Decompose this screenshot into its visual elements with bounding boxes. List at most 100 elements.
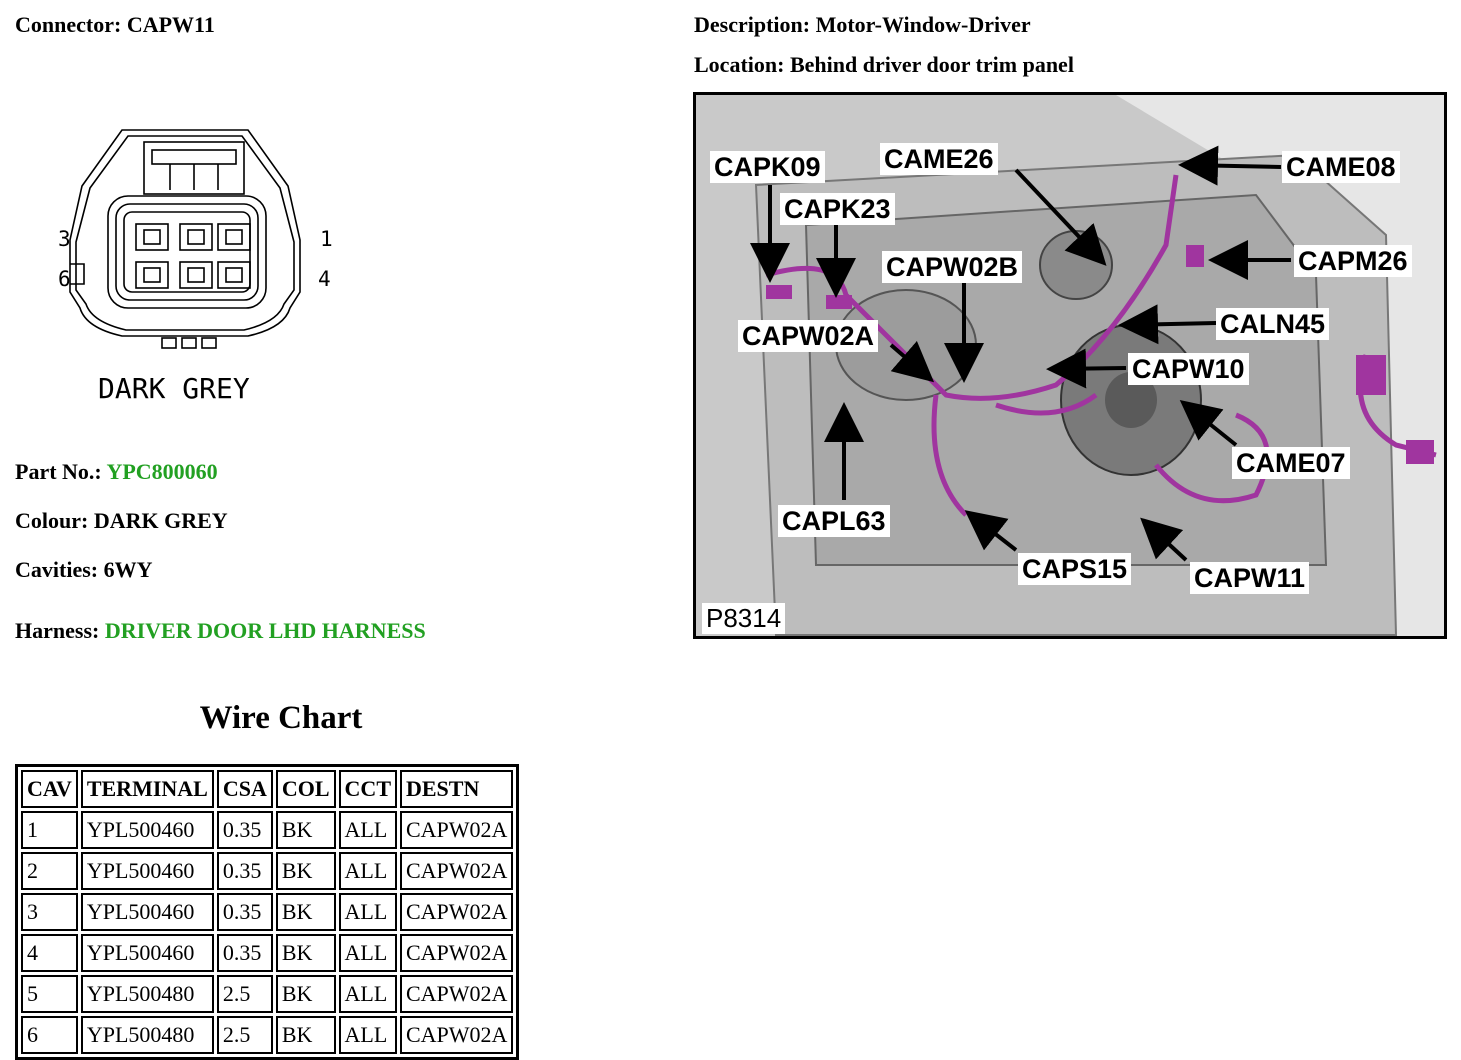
cell-csa: 2.5: [216, 975, 273, 1013]
table-row: 5 YPL500480 2.5 BK ALL CAPW02A: [21, 975, 514, 1013]
location-label: Location:: [694, 52, 785, 77]
connector-location-image: CAPK09 CAME26 CAME08 CAPK23 CAPM26 CAPW0…: [693, 92, 1447, 639]
cell-terminal: YPL500460: [80, 934, 214, 972]
connector-block-capk09: [766, 285, 792, 299]
header-csa: CSA: [216, 770, 273, 808]
part-no-info: Part No.: YPC800060: [15, 459, 218, 485]
cell-csa: 2.5: [216, 1016, 273, 1054]
connector-side-notch: [70, 263, 85, 285]
callout-label: CAME07: [1232, 447, 1350, 479]
header-destn: DESTN: [400, 770, 514, 808]
harness-value: DRIVER DOOR LHD HARNESS: [104, 618, 426, 643]
cell-destn: CAPW02A: [400, 934, 514, 972]
cavities-value: 6WY: [103, 557, 153, 582]
description-label: Description:: [694, 12, 811, 37]
cell-cct: ALL: [338, 811, 397, 849]
cell-cct: ALL: [338, 893, 397, 931]
wiring-harness: [765, 174, 1437, 517]
cell-csa: 0.35: [216, 934, 273, 972]
cell-cct: ALL: [338, 975, 397, 1013]
connector-housing-outline: [69, 129, 301, 337]
description-info: Description: Motor-Window-Driver: [694, 12, 1031, 38]
cavity-5: [179, 261, 213, 289]
cell-terminal: YPL500460: [80, 893, 214, 931]
cell-cct: ALL: [338, 852, 397, 890]
cavities-info: Cavities: 6WY: [15, 557, 152, 583]
cell-cav: 3: [21, 893, 78, 931]
cell-csa: 0.35: [216, 893, 273, 931]
table-row: 2 YPL500460 0.35 BK ALL CAPW02A: [21, 852, 514, 890]
colour-label: Colour:: [15, 508, 89, 533]
cell-col: BK: [275, 975, 336, 1013]
callout-label: CALN45: [1216, 308, 1330, 340]
connector-face-diagram: 3 6 1 4 DARK GREY: [58, 129, 333, 405]
table-row: 6 YPL500480 2.5 BK ALL CAPW02A: [21, 1016, 514, 1054]
table-row: 4 YPL500460 0.35 BK ALL CAPW02A: [21, 934, 514, 972]
pin-label-6: 6: [58, 267, 71, 291]
callout-label: CAPW02B: [882, 251, 1023, 283]
cavity-6: [135, 261, 169, 289]
connector-latch: [143, 141, 245, 195]
connector-key-1: [161, 337, 177, 349]
connector-shroud: [107, 195, 267, 309]
callout-label: CAPK23: [780, 193, 895, 225]
callout-label: CAPS15: [1018, 553, 1132, 585]
cell-col: BK: [275, 811, 336, 849]
callout-label: CAPM26: [1294, 245, 1412, 277]
connector-value: CAPW11: [126, 12, 215, 37]
connector-colour-text: DARK GREY: [98, 372, 250, 405]
cell-cav: 5: [21, 975, 78, 1013]
connector-info: Connector: CAPW11: [15, 12, 215, 38]
cell-cct: ALL: [338, 934, 397, 972]
cell-destn: CAPW02A: [400, 1016, 514, 1054]
cell-destn: CAPW02A: [400, 975, 514, 1013]
header-cav: CAV: [21, 770, 78, 808]
table-row: 3 YPL500460 0.35 BK ALL CAPW02A: [21, 893, 514, 931]
part-no-value: YPC800060: [106, 459, 218, 484]
description-value: Motor-Window-Driver: [815, 12, 1031, 37]
cell-cav: 2: [21, 852, 78, 890]
cell-cav: 1: [21, 811, 78, 849]
connector-cavity-area: [115, 203, 259, 301]
callout-arrows: [750, 145, 1291, 562]
connector-key-3: [201, 337, 217, 349]
cell-csa: 0.35: [216, 811, 273, 849]
part-no-label: Part No.:: [15, 459, 102, 484]
callout-label: CAPK09: [710, 151, 825, 183]
location-info: Location: Behind driver door trim panel: [694, 52, 1074, 78]
cavities-label: Cavities:: [15, 557, 99, 582]
cell-cav: 6: [21, 1016, 78, 1054]
cell-csa: 0.35: [216, 852, 273, 890]
location-value: Behind driver door trim panel: [789, 52, 1074, 77]
harness-info: Harness: DRIVER DOOR LHD HARNESS: [15, 618, 426, 644]
image-code: P8314: [702, 603, 786, 634]
cell-terminal: YPL500460: [80, 811, 214, 849]
header-cct: CCT: [338, 770, 397, 808]
connector-latch-top: [151, 149, 237, 165]
callout-label: CAPW10: [1128, 353, 1249, 385]
callout-label: CAME08: [1282, 151, 1400, 183]
wire-chart-table: CAV TERMINAL CSA COL CCT DESTN 1 YPL5004…: [15, 764, 520, 1060]
connector-block-capm26: [1186, 245, 1204, 267]
connector-cavity-block: [123, 211, 251, 293]
connector-block-far-right: [1406, 440, 1434, 464]
connector-key-2: [181, 337, 197, 349]
cavity-4: [217, 261, 251, 289]
connector-block-right: [1356, 355, 1386, 395]
cell-cav: 4: [21, 934, 78, 972]
cavity-1: [217, 223, 251, 251]
cell-destn: CAPW02A: [400, 811, 514, 849]
connector-label: Connector:: [15, 12, 122, 37]
colour-info: Colour: DARK GREY: [15, 508, 228, 534]
wire-chart-header-row: CAV TERMINAL CSA COL CCT DESTN: [21, 770, 514, 808]
cell-col: BK: [275, 1016, 336, 1054]
pin-label-1: 1: [320, 227, 333, 251]
cell-cct: ALL: [338, 1016, 397, 1054]
cell-destn: CAPW02A: [400, 893, 514, 931]
door-speaker-small: [1039, 230, 1113, 300]
callout-label: CAPL63: [778, 505, 890, 537]
callout-label: CAPW11: [1190, 562, 1310, 594]
cell-col: BK: [275, 893, 336, 931]
wire-chart-title: Wire Chart: [199, 700, 363, 736]
table-row: 1 YPL500460 0.35 BK ALL CAPW02A: [21, 811, 514, 849]
